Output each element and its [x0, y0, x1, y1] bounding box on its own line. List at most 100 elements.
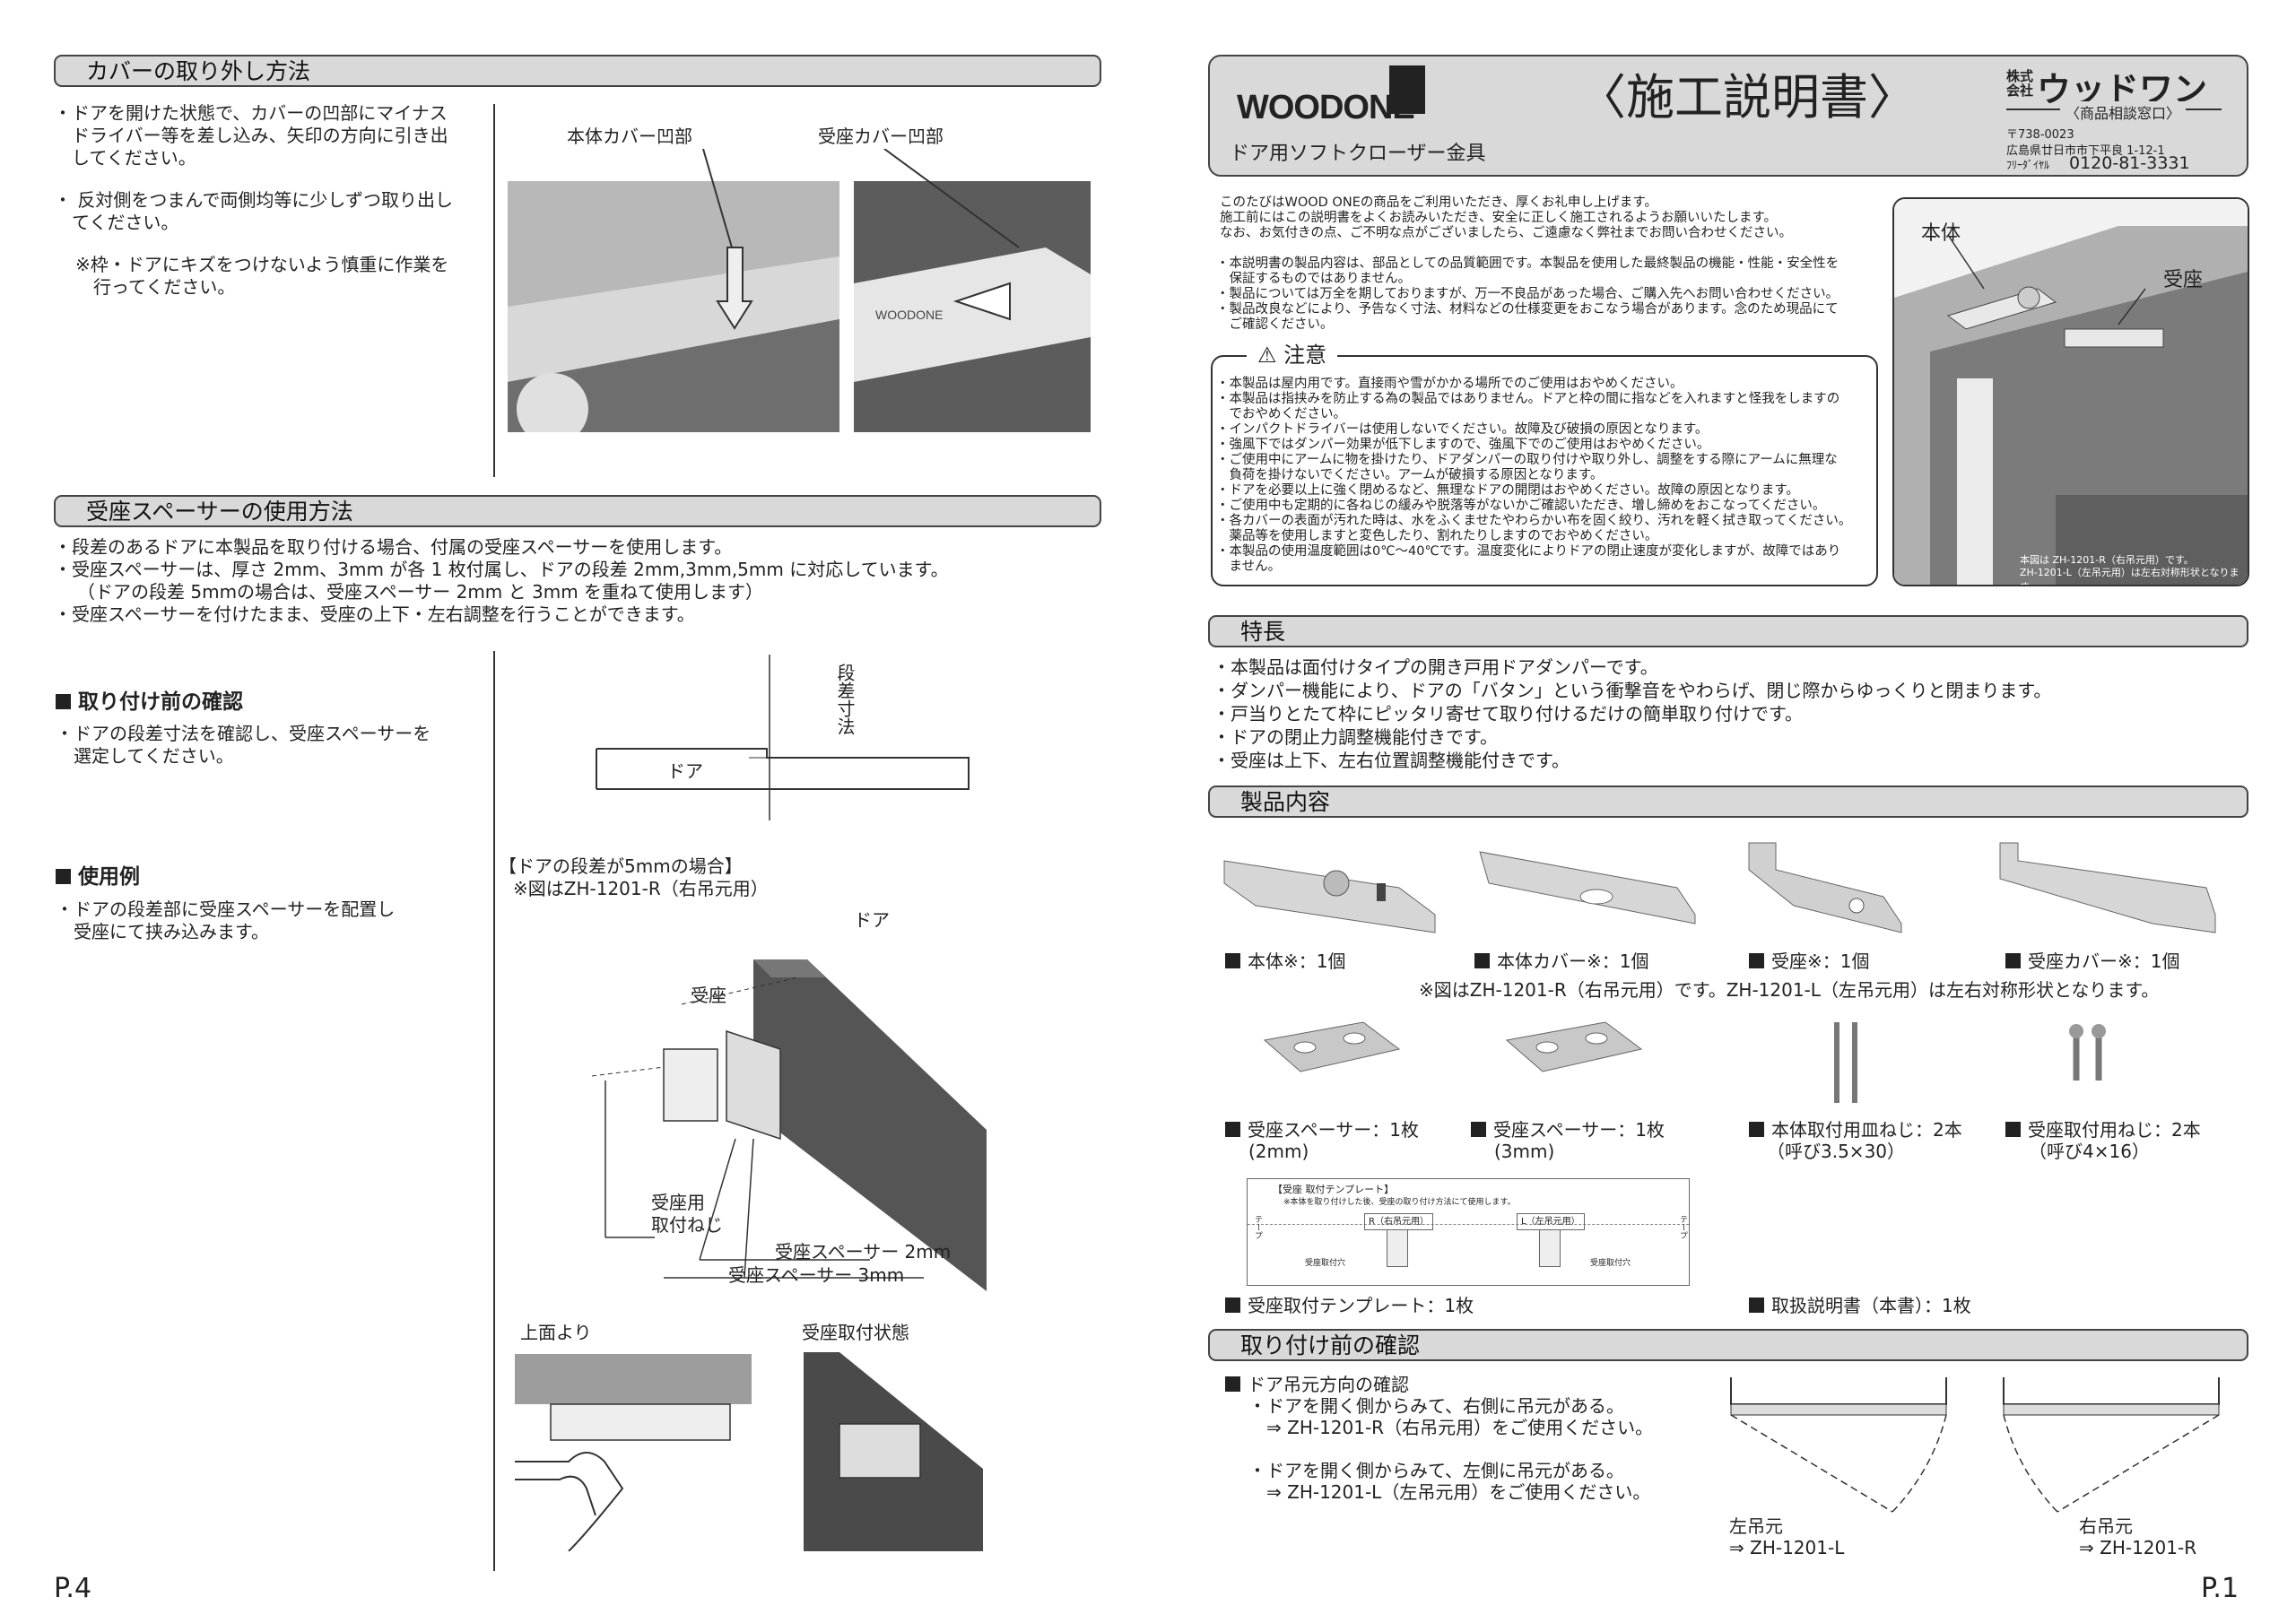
- caution-line: ません。: [1216, 560, 1282, 574]
- section-header-cover-removal: カバーの取り外し方法: [54, 55, 1101, 87]
- logo-mark: [1389, 65, 1425, 114]
- label-seat: 受座: [691, 985, 726, 1006]
- template-thumbnail: 【受座 取付テンプレート】 ※本体を取り付けした後、受座の取り付け方法にて使用し…: [1247, 1178, 1690, 1286]
- company-window: 〈商品相談窓口〉: [2060, 101, 2187, 123]
- caution-line: 負荷を掛けないでください。アームが破損する原因となります。: [1216, 468, 1604, 482]
- content-item: 受座カバー※：1個: [2005, 950, 2179, 973]
- document-title: 〈施工説明書〉: [1578, 69, 1917, 126]
- installed-state-photo: [804, 1352, 983, 1551]
- content-item: 取扱説明書（本書）：1枚: [1749, 1295, 1971, 1317]
- subheading-example: 使用例: [56, 864, 140, 890]
- template-guide: [1248, 1224, 1689, 1225]
- section-header-features: 特長: [1208, 615, 2248, 647]
- top-view-diagram: [515, 1354, 752, 1551]
- check-line: ⇒ ZH-1201-L（左吊元用）をご使用ください。: [1248, 1481, 1651, 1503]
- section-title: 製品内容: [1240, 789, 1331, 815]
- caution-line: ・本製品は指挟みを防止する為の製品ではありません。ドアと枠の間に指などを入れます…: [1216, 392, 1840, 406]
- template-tape: テープ: [1253, 1215, 1262, 1239]
- cover-step-line: ・ドアを開けた状態で、カバーの凹部にマイナス: [54, 102, 448, 124]
- template-mark: 受座取付穴: [1590, 1259, 1631, 1268]
- content-item: 本体※：1個: [1225, 950, 1345, 973]
- precheck-line: ・ドアの段差寸法を確認し、受座スペーサーを: [56, 723, 431, 744]
- left-hinge-model: ⇒ ZH-1201-L: [1729, 1537, 1845, 1558]
- section-title: 受座スペーサーの使用方法: [86, 499, 353, 525]
- label-seat: 受座: [2163, 269, 2204, 291]
- caution-line: ・強風下ではダンパー効果が低下しますので、強風下でのご使用はおやめください。: [1216, 438, 1710, 452]
- freedial-label: ﾌﾘｰﾀﾞｲﾔﾙ: [2006, 159, 2050, 171]
- caution-line: ・各カバーの表面が汚れた時は、水をふくませたやわらかい布を固く絞り、汚れを軽く拭…: [1216, 514, 1852, 528]
- spacer-line: ・受座スペーサーは、厚さ 2mm、3mm が各 1 枚付属し、ドアの段差 2mm…: [54, 559, 949, 580]
- case-note: ※図はZH-1201-R（右吊元用）: [513, 878, 769, 899]
- cover-step-line: ・ 反対側をつまんで両側均等に少しずつ取り出し: [54, 189, 453, 211]
- template-l-shape: [1539, 1229, 1561, 1267]
- intro-line: このたびはWOOD ONEの商品をご利用いただき、厚くお礼申し上げます。: [1220, 195, 1657, 210]
- label-top-view: 上面より: [520, 1322, 592, 1343]
- content-item-sub: （呼び3.5×30）: [1767, 1141, 1906, 1162]
- label-seat-screw: 受座用: [651, 1192, 705, 1213]
- caution-line: でおやめください。: [1216, 407, 1346, 421]
- installed-product-photo: [1894, 199, 2248, 585]
- content-item: 本体取付用皿ねじ：2本: [1749, 1119, 1962, 1141]
- label-step-dimension: 段差寸法: [834, 664, 856, 735]
- label-seat-cover-recess: 受座カバー凹部: [818, 126, 944, 147]
- product-parts-row-1: [1223, 842, 2216, 933]
- section-header-spacer-usage: 受座スペーサーの使用方法: [54, 495, 1101, 527]
- content-item-sub: (3mm): [1494, 1141, 1555, 1162]
- check-title: ドア吊元方向の確認: [1225, 1374, 1409, 1396]
- feature-line: ・本製品は面付けタイプの開き戸用ドアダンパーです。: [1213, 656, 1658, 678]
- intro-line: ご確認ください。: [1216, 317, 1334, 332]
- label-body: 本体: [1921, 222, 1961, 245]
- caution-line: ・ご使用中も定期的に各ねじの緩みや脱落等がないかご確認いただき、増し締めをおこな…: [1216, 499, 1826, 513]
- left-hinge-label: 左吊元: [1729, 1515, 1783, 1537]
- subheading-precheck: 取り付け前の確認: [56, 690, 243, 715]
- intro-line: 施工前にはこの説明書をよくお読みいただき、安全に正しく施工されるようお願いいたし…: [1220, 211, 1778, 225]
- cover-logo: WOODONE: [875, 308, 943, 322]
- feature-line: ・ドアの閉止力調整機能付きです。: [1213, 726, 1498, 748]
- cover-step-line: ドライバー等を差し込み、矢印の方向に引き出: [54, 125, 448, 146]
- content-item: 受座スペーサー：1枚: [1471, 1119, 1665, 1141]
- intro-line: なお、お気付きの点、ご不明な点がございましたら、ご遠慮なく弊社までお問い合わせく…: [1220, 226, 1792, 240]
- contents-note: ※図はZH-1201-R（右吊元用）です。ZH-1201-L（左吊元用）は左右対…: [1419, 979, 2160, 1001]
- caution-box: [1211, 355, 1878, 586]
- caution-line: ・本製品は屋内用です。直接雨や雪がかかる場所でのご使用はおやめください。: [1216, 377, 1683, 391]
- content-item: 受座スペーサー：1枚: [1225, 1119, 1419, 1141]
- label-body-cover-recess: 本体カバー凹部: [567, 126, 692, 147]
- product-photo-box: 本体 受座 本図は ZH-1201-R（右吊元用）です。 ZH-1201-L（左…: [1892, 197, 2249, 586]
- intro-line: ・製品改良などにより、予告なく寸法、材料などの仕様変更をおこなう場合があります。…: [1216, 302, 1839, 317]
- spacer-line: ・受座スペーサーを付けたまま、受座の上下・左右調整を行うことができます。: [54, 603, 695, 625]
- feature-line: ・戸当りとたて枠にピッタリ寄せて取り付けるだけの簡単取り付けです。: [1213, 703, 1803, 725]
- section-header-contents: 製品内容: [1208, 785, 2248, 818]
- content-item: 本体カバー※：1個: [1474, 950, 1648, 973]
- address: 広島県廿日市市下平良 1-12-1: [2006, 144, 2165, 158]
- right-hinge-diagram: [2003, 1377, 2220, 1513]
- check-line: ・ドアを開く側からみて、左側に吊元がある。: [1248, 1460, 1624, 1481]
- postal-code: 〒738-0023: [2006, 128, 2074, 142]
- brand-logo: WOODONE: [1237, 89, 1415, 126]
- check-line: ・ドアを開く側からみて、右側に吊元がある。: [1248, 1395, 1624, 1417]
- right-hinge-model: ⇒ ZH-1201-R: [2079, 1537, 2197, 1558]
- caution-line: ・ご使用中にアームに物を掛けたり、ドアダンパーの取り付けや取り外し、調整をする際…: [1216, 453, 1838, 467]
- step-dimension-diagram: [596, 655, 970, 820]
- template-title: 【受座 取付テンプレート】: [1273, 1184, 1395, 1195]
- document-subtitle: ドア用ソフトクローザー金具: [1230, 143, 1486, 165]
- feature-line: ・受座は上下、左右位置調整機能付きです。: [1213, 750, 1570, 771]
- section-header-precheck: 取り付け前の確認: [1208, 1329, 2248, 1361]
- caution-heading: ⚠ 注意: [1247, 341, 1338, 369]
- spacer-example-diagram: [591, 959, 987, 1291]
- content-item: 受座取付テンプレート：1枚: [1225, 1295, 1474, 1317]
- freedial-number: 0120-81-3331: [2069, 153, 2190, 173]
- content-item-sub: （呼び4×16）: [2029, 1141, 2150, 1162]
- intro-line: 保証するものではありません。: [1216, 272, 1412, 286]
- label-door: ドア: [854, 909, 890, 931]
- spacer-line: （ドアの段差 5mmの場合は、受座スペーサー 2mm と 3mm を重ねて使用し…: [77, 581, 764, 603]
- template-r-label: R（右吊元用）: [1364, 1213, 1433, 1230]
- label-door: ドア: [667, 760, 703, 782]
- section-title: 特長: [1240, 619, 1286, 645]
- content-item: 受座※：1個: [1749, 950, 1869, 973]
- cover-step-line: てください。: [54, 212, 179, 233]
- template-desc: ※本体を取り付けした後、受座の取り付け方法にて使用します。: [1283, 1198, 1516, 1207]
- template-tape: テープ: [1678, 1215, 1687, 1239]
- caution-line: ・本製品の使用温度範囲は0℃～40℃です。温度変化によりドアの閉止速度が変化しま…: [1216, 544, 1841, 559]
- product-parts-row-2: [1263, 1021, 2106, 1103]
- cover-step-line: してください。: [54, 147, 196, 169]
